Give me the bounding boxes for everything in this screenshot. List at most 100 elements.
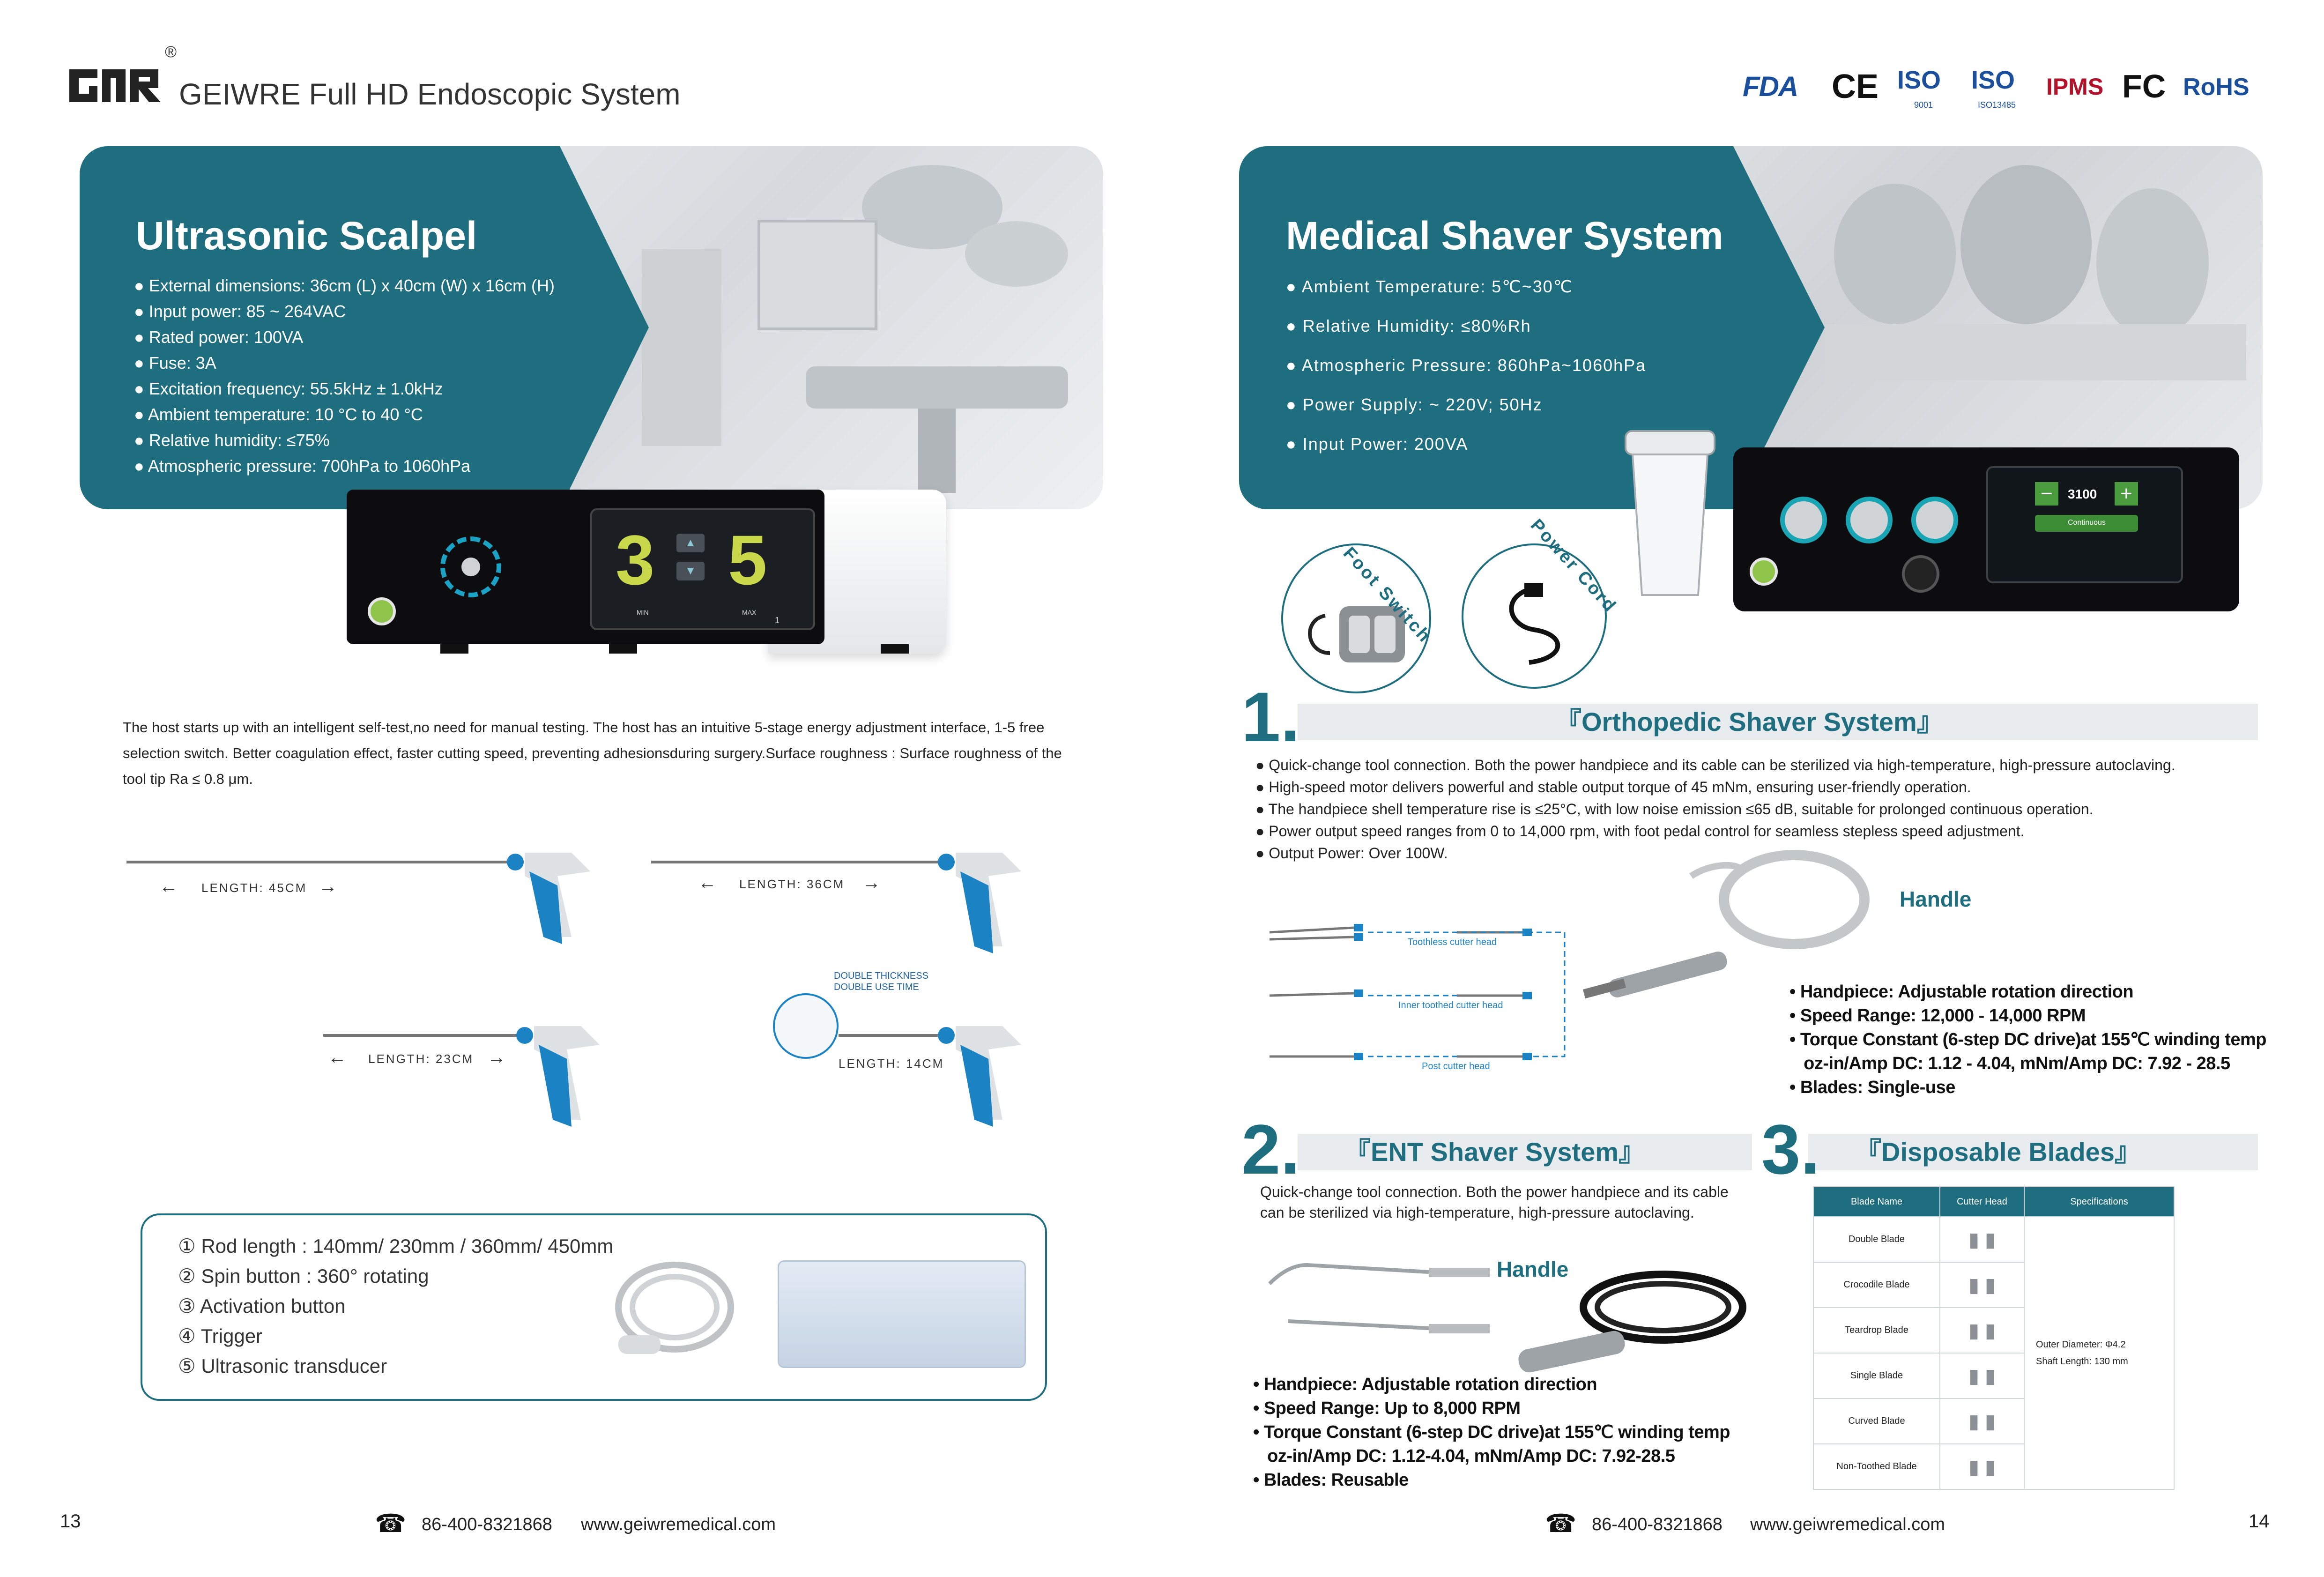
orthopedic-handpiece xyxy=(1579,848,1879,1012)
cutter-head-cell: ▮ ▮ xyxy=(1939,1262,2025,1308)
component-trigger: ④ Trigger xyxy=(178,1325,263,1347)
s1-bullet-3: ● The handpiece shell temperature rise i… xyxy=(1255,801,2094,818)
cutter-head-icon: ▮ ▮ xyxy=(1968,1319,1996,1341)
decrease-arrow-icon[interactable]: ▼ xyxy=(676,562,705,580)
section2-number: 2. xyxy=(1241,1110,1300,1189)
cutter-head-icon: ▮ ▮ xyxy=(1968,1410,1996,1432)
section1-bullets: ● Quick-change tool connection. Both the… xyxy=(1255,754,2263,864)
s2-handpiece: • Handpiece: Adjustable rotation directi… xyxy=(1253,1375,1597,1394)
length-label-36: LENGTH: 36CM xyxy=(739,877,845,891)
spec-input-power: ● Input power: 85 ~ 264VAC xyxy=(134,302,346,321)
max-label: MAX xyxy=(742,609,757,616)
section2-handle-specs: • Handpiece: Adjustable rotation directi… xyxy=(1253,1373,1730,1492)
s1-speed: • Speed Range: 12,000 - 14,000 RPM xyxy=(1789,1006,2086,1026)
col-specifications: Specifications xyxy=(2024,1186,2175,1217)
s1-bullet-2: ● High-speed motor delivers powerful and… xyxy=(1255,779,1971,796)
min-value: 3 xyxy=(616,521,655,599)
ipms-logo: IPMS xyxy=(2046,74,2104,100)
shaver-power-button[interactable] xyxy=(1750,558,1778,586)
right-website: www.geiwremedical.com xyxy=(1750,1515,1945,1534)
right-panel-title: Medical Shaver System xyxy=(1286,214,1723,258)
length-arrow-45: ← xyxy=(159,876,178,897)
brand-title: GEIWRE Full HD Endoscopic System xyxy=(179,77,681,111)
table-row: Double Blade ▮ ▮ Outer Diameter: Φ4.2 Sh… xyxy=(1813,1216,2175,1490)
s2-torque: • Torque Constant (6-step DC drive)at 15… xyxy=(1253,1422,1730,1442)
device-foot-mid xyxy=(609,644,637,654)
scalpel-45-image xyxy=(126,853,590,944)
length-arrow-36: ← xyxy=(698,872,717,893)
blades-table: Blade Name Cutter Head Specifications Do… xyxy=(1813,1186,2175,1490)
left-panel-title: Ultrasonic Scalpel xyxy=(136,214,477,258)
spec-frequency: ● Excitation frequency: 55.5kHz ± 1.0kHz xyxy=(134,379,443,398)
blade-name-cell: Teardrop Blade xyxy=(1813,1307,1940,1354)
power-button[interactable] xyxy=(368,597,396,625)
cutter-label-post: Post cutter head xyxy=(1422,1061,1490,1071)
iso-9001-logo: ISO xyxy=(1897,66,1941,94)
blade-name-cell: Curved Blade xyxy=(1813,1398,1940,1444)
section1-handle-label: Handle xyxy=(1900,887,1972,911)
scalpel-36cm xyxy=(646,843,1049,965)
s1-handpiece: • Handpiece: Adjustable rotation directi… xyxy=(1789,982,2134,1002)
shaver-knob[interactable] xyxy=(1902,555,1939,593)
ultrasonic-host-device: 3 MIN 5 MAX ▲ ▼ 1 xyxy=(347,490,1002,654)
transducer-cable-image xyxy=(604,1256,754,1368)
s1-bullet-4: ● Power output speed ranges from 0 to 14… xyxy=(1255,823,2025,840)
double-thickness-label: DOUBLE THICKNESS xyxy=(834,971,928,981)
table-row: Crocodile Blade ▮ ▮ xyxy=(1813,1262,2174,1308)
spec-cell: Outer Diameter: Φ4.2 Shaft Length: 130 m… xyxy=(2024,1216,2175,1490)
cutter-head-cell: ▮ ▮ xyxy=(1939,1307,2025,1354)
ent-handpiece-image xyxy=(1508,1265,1752,1377)
cutter-label-toothless: Toothless cutter head xyxy=(1408,937,1497,947)
device-foot-right xyxy=(881,644,909,654)
spec-shaft-length: Shaft Length: 130 mm xyxy=(2036,1356,2128,1367)
col-blade-name: Blade Name xyxy=(1813,1186,1940,1217)
foot-switch-icon xyxy=(1308,606,1405,662)
spec-outer-diameter: Outer Diameter: Φ4.2 xyxy=(2036,1339,2126,1350)
left-phone: 86-400-8321868 xyxy=(422,1515,552,1534)
spec-rated-power: ● Rated power: 100VA xyxy=(134,327,304,347)
min-label: MIN xyxy=(637,609,649,616)
iso-9001-sub: 9001 xyxy=(1914,100,1933,110)
max-value: 5 xyxy=(728,521,767,599)
cutter-head-icon: ▮ ▮ xyxy=(1968,1456,1996,1478)
section1-title: 『Orthopedic Shaver System』 xyxy=(1555,707,1943,736)
cutter-label-inner-toothed: Inner toothed cutter head xyxy=(1398,1000,1503,1011)
port-2 xyxy=(1846,497,1893,543)
cutter-head-cell: ▮ ▮ xyxy=(1939,1216,2025,1263)
right-specs-list: ● Ambient Temperature: 5℃~30℃ ● Relative… xyxy=(1286,267,1646,464)
logo-mark-icon xyxy=(69,69,161,102)
section1-bar xyxy=(1298,704,2258,740)
table-row: Non-Toothed Blade ▮ ▮ xyxy=(1813,1443,2174,1490)
double-use-label: DOUBLE USE TIME xyxy=(834,982,919,992)
cutter-head-icon: ▮ ▮ xyxy=(1968,1274,1996,1296)
increase-arrow-icon[interactable]: ▲ xyxy=(676,534,705,552)
s1-torque-values: oz-in/Amp DC: 1.12 - 4.04, mNm/Amp DC: 7… xyxy=(1789,1054,2230,1073)
right-page-number: 14 xyxy=(2249,1511,2270,1532)
section3-bar xyxy=(1808,1134,2258,1170)
decrease-button[interactable]: − xyxy=(2035,482,2058,506)
table-row: Single Blade ▮ ▮ xyxy=(1813,1353,2174,1399)
table-row: Teardrop Blade ▮ ▮ xyxy=(1813,1307,2174,1354)
section3-title: 『Disposable Blades』 xyxy=(1855,1137,2141,1167)
mode-bar[interactable]: Continuous xyxy=(2035,515,2138,532)
blade-name-cell: Crocodile Blade xyxy=(1813,1262,1940,1308)
ce-logo: CE xyxy=(1832,68,1879,105)
spec-input-power: ● Input Power: 200VA xyxy=(1286,434,1469,454)
fc-logo: FC xyxy=(2122,68,2166,104)
packaged-instrument-image xyxy=(778,1260,1026,1368)
length-arrow-45-right: → xyxy=(319,876,337,897)
fda-logo: FDA xyxy=(1743,71,1798,102)
port-1 xyxy=(1780,497,1827,543)
suction-canister xyxy=(1616,422,1724,609)
spec-temperature: ● Ambient temperature: 10 °C to 40 °C xyxy=(134,405,423,424)
blades-table-wrap: Blade Name Cutter Head Specifications Do… xyxy=(1813,1186,2175,1490)
port-3 xyxy=(1911,497,1958,543)
increase-button[interactable]: + xyxy=(2115,482,2138,506)
left-page-number: 13 xyxy=(60,1511,81,1532)
blades-table-header: Blade Name Cutter Head Specifications xyxy=(1813,1186,2175,1217)
blade-name-cell: Non-Toothed Blade xyxy=(1813,1443,1940,1490)
foot-switch-circle xyxy=(1281,543,1431,693)
section1-number: 1. xyxy=(1241,677,1300,756)
section2-description: Quick-change tool connection. Both the p… xyxy=(1260,1183,1729,1221)
level-value: 1 xyxy=(775,616,780,625)
